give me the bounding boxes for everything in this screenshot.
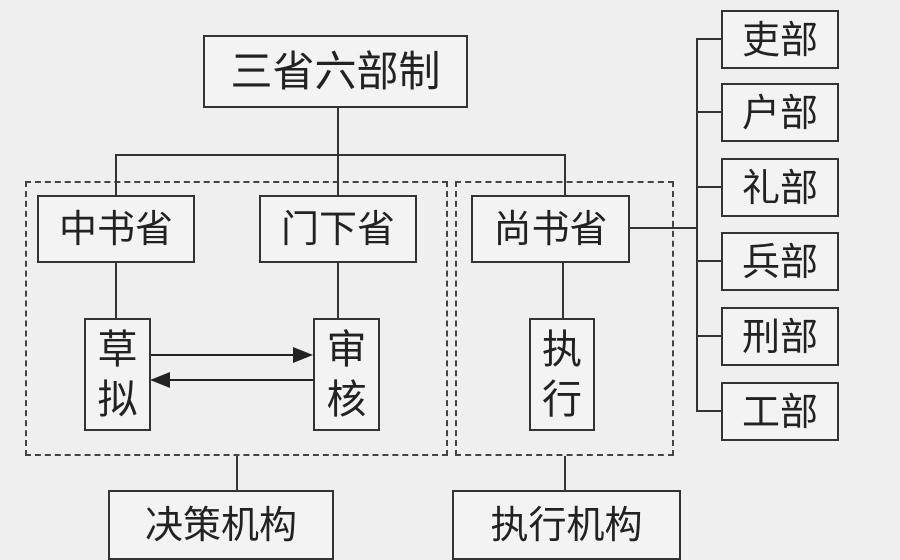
connector — [337, 107, 339, 155]
province-shangshu: 尚书省 — [471, 195, 630, 263]
role-review: 审核 — [313, 318, 380, 431]
ministry-bing: 兵部 — [721, 232, 839, 291]
connector — [236, 456, 238, 490]
province-label: 门下省 — [280, 207, 395, 251]
connector — [696, 38, 722, 40]
connector — [337, 262, 339, 318]
role-char: 拟 — [97, 376, 138, 423]
connector — [564, 456, 566, 490]
decision-group-frame — [25, 181, 448, 456]
ministry-xing: 刑部 — [721, 307, 839, 366]
role-execute: 执行 — [529, 318, 595, 431]
role-char: 审 — [326, 326, 367, 373]
connector — [630, 227, 698, 229]
ministry-label: 礼部 — [741, 165, 818, 210]
connector — [115, 154, 566, 156]
ministry-label: 吏部 — [741, 17, 818, 62]
province-menxia: 门下省 — [259, 195, 417, 263]
connector — [696, 111, 722, 113]
province-label: 中书省 — [58, 207, 173, 251]
connector — [696, 335, 722, 337]
ministry-label: 户部 — [741, 90, 818, 135]
connector — [337, 154, 339, 196]
connector — [696, 186, 722, 188]
role-char: 草 — [97, 326, 138, 373]
ministry-hu: 户部 — [721, 83, 839, 142]
role-char: 行 — [542, 376, 582, 423]
bottom-label: 执行机构 — [490, 503, 643, 547]
connector — [115, 154, 117, 196]
connector — [696, 39, 698, 412]
bottom-label: 决策机构 — [144, 503, 297, 547]
ministry-label: 刑部 — [741, 314, 818, 359]
arrows — [150, 347, 313, 388]
connector — [115, 262, 117, 318]
ministry-label: 工部 — [741, 389, 818, 434]
ministry-li-personnel: 吏部 — [721, 10, 839, 69]
ministry-gong: 工部 — [721, 382, 839, 441]
role-char: 核 — [326, 376, 367, 423]
connector — [696, 410, 722, 412]
connector — [696, 260, 722, 262]
decision-body-box: 决策机构 — [108, 490, 334, 560]
role-draft: 草拟 — [84, 318, 151, 431]
province-zhongshu: 中书省 — [37, 195, 195, 263]
title-text: 三省六部制 — [230, 46, 441, 96]
ministry-li-rites: 礼部 — [721, 158, 839, 217]
role-char: 执 — [542, 326, 582, 373]
connector — [562, 262, 564, 318]
title-box: 三省六部制 — [203, 35, 468, 108]
connector — [564, 154, 566, 196]
province-label: 尚书省 — [493, 207, 608, 251]
execution-body-box: 执行机构 — [452, 490, 681, 560]
ministry-label: 兵部 — [741, 239, 818, 284]
